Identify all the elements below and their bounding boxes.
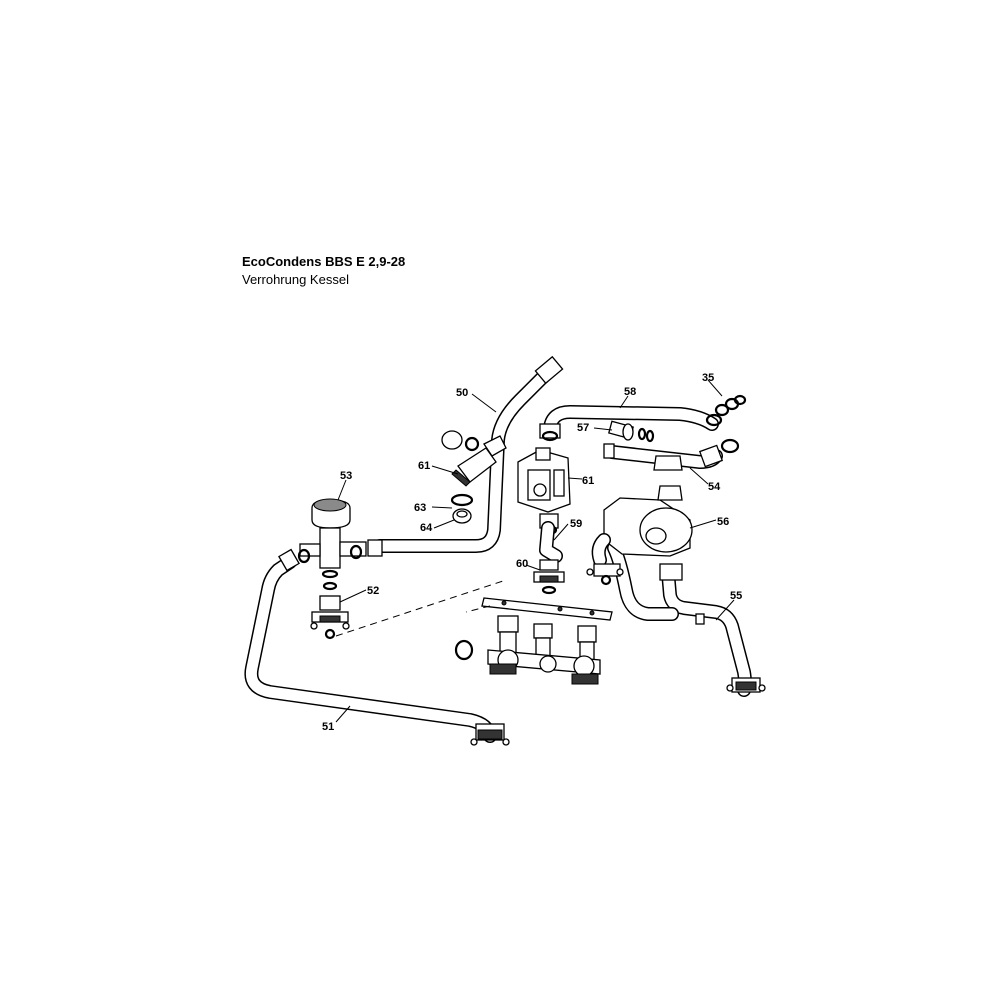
nipple-64: [452, 508, 472, 524]
pipe-50: [373, 355, 564, 553]
callout-55: 55: [730, 590, 742, 602]
callout-54: 54: [708, 481, 721, 493]
connector-57: [603, 420, 655, 459]
callout-53: 53: [340, 470, 352, 482]
rings-35: [714, 394, 747, 417]
pipe-55: [607, 541, 766, 697]
valve-53: [297, 498, 383, 591]
valve-block-61: [517, 430, 571, 536]
callout-59: 59: [570, 518, 582, 530]
callout-35: 35: [702, 372, 714, 384]
fitting-60: [533, 559, 565, 595]
callout-63: 63: [414, 502, 426, 514]
callout-51: 51: [322, 721, 334, 733]
leader-lines: [335, 379, 735, 723]
callout-57: 57: [577, 422, 589, 434]
fitting-52: [310, 595, 350, 640]
callout-58: 58: [624, 386, 636, 398]
callout-60: 60: [516, 558, 528, 570]
mounting-rail: [481, 597, 613, 621]
valve-assembly: [454, 615, 601, 685]
callout-52: 52: [367, 585, 379, 597]
callout-61-left: 61: [418, 460, 430, 472]
callout-61-right: 61: [582, 475, 594, 487]
callout-50: 50: [456, 387, 468, 399]
pump-56: [586, 485, 693, 586]
pipe-54: [605, 438, 740, 471]
cartridge-61: [441, 430, 507, 487]
pipe-51: [244, 548, 510, 746]
diagram-title: EcoCondens BBS E 2,9-28: [242, 254, 406, 269]
elbow-59: [539, 521, 563, 563]
diagram-subtitle: Verrohrung Kessel: [242, 272, 349, 287]
pipe-58: [539, 405, 723, 439]
callout-64: 64: [420, 522, 433, 534]
seal-63: [450, 493, 474, 507]
alignment-lines: [335, 579, 507, 637]
callout-56: 56: [717, 516, 729, 528]
